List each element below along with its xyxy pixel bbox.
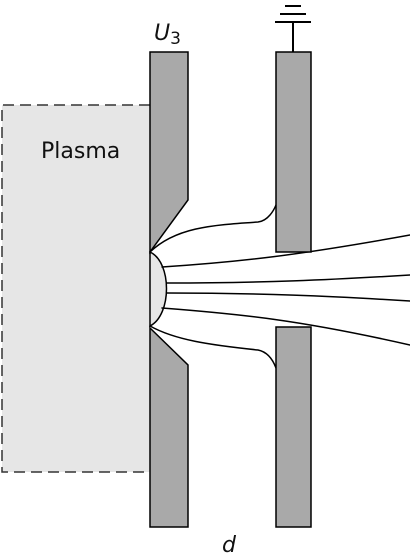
- beam-line-bottom-outer: [149, 325, 277, 369]
- plasma-label: Plasma: [41, 139, 120, 164]
- beam-line-top-inner: [166, 274, 410, 284]
- beam-line-bottom-inner: [166, 292, 410, 302]
- voltage-label-main: U: [154, 21, 170, 46]
- beam-line-top-outer: [149, 204, 277, 253]
- plasma-meniscus: [149, 250, 168, 328]
- voltage-label-subscript: 3: [170, 29, 181, 49]
- voltage-label: U3: [154, 21, 181, 49]
- beam-line-top-middle: [161, 234, 410, 268]
- gap-label: d: [222, 533, 237, 558]
- extraction-electrode-top: [275, 51, 312, 253]
- extraction-electrode-bottom: [275, 326, 312, 528]
- ground-icon: [275, 5, 311, 52]
- beam-line-bottom-middle: [161, 307, 410, 346]
- plasma-electrode-bottom: [149, 326, 189, 528]
- ion-beam: [149, 204, 410, 369]
- plasma-region: [1, 104, 150, 473]
- plasma-electrode-top: [149, 51, 189, 255]
